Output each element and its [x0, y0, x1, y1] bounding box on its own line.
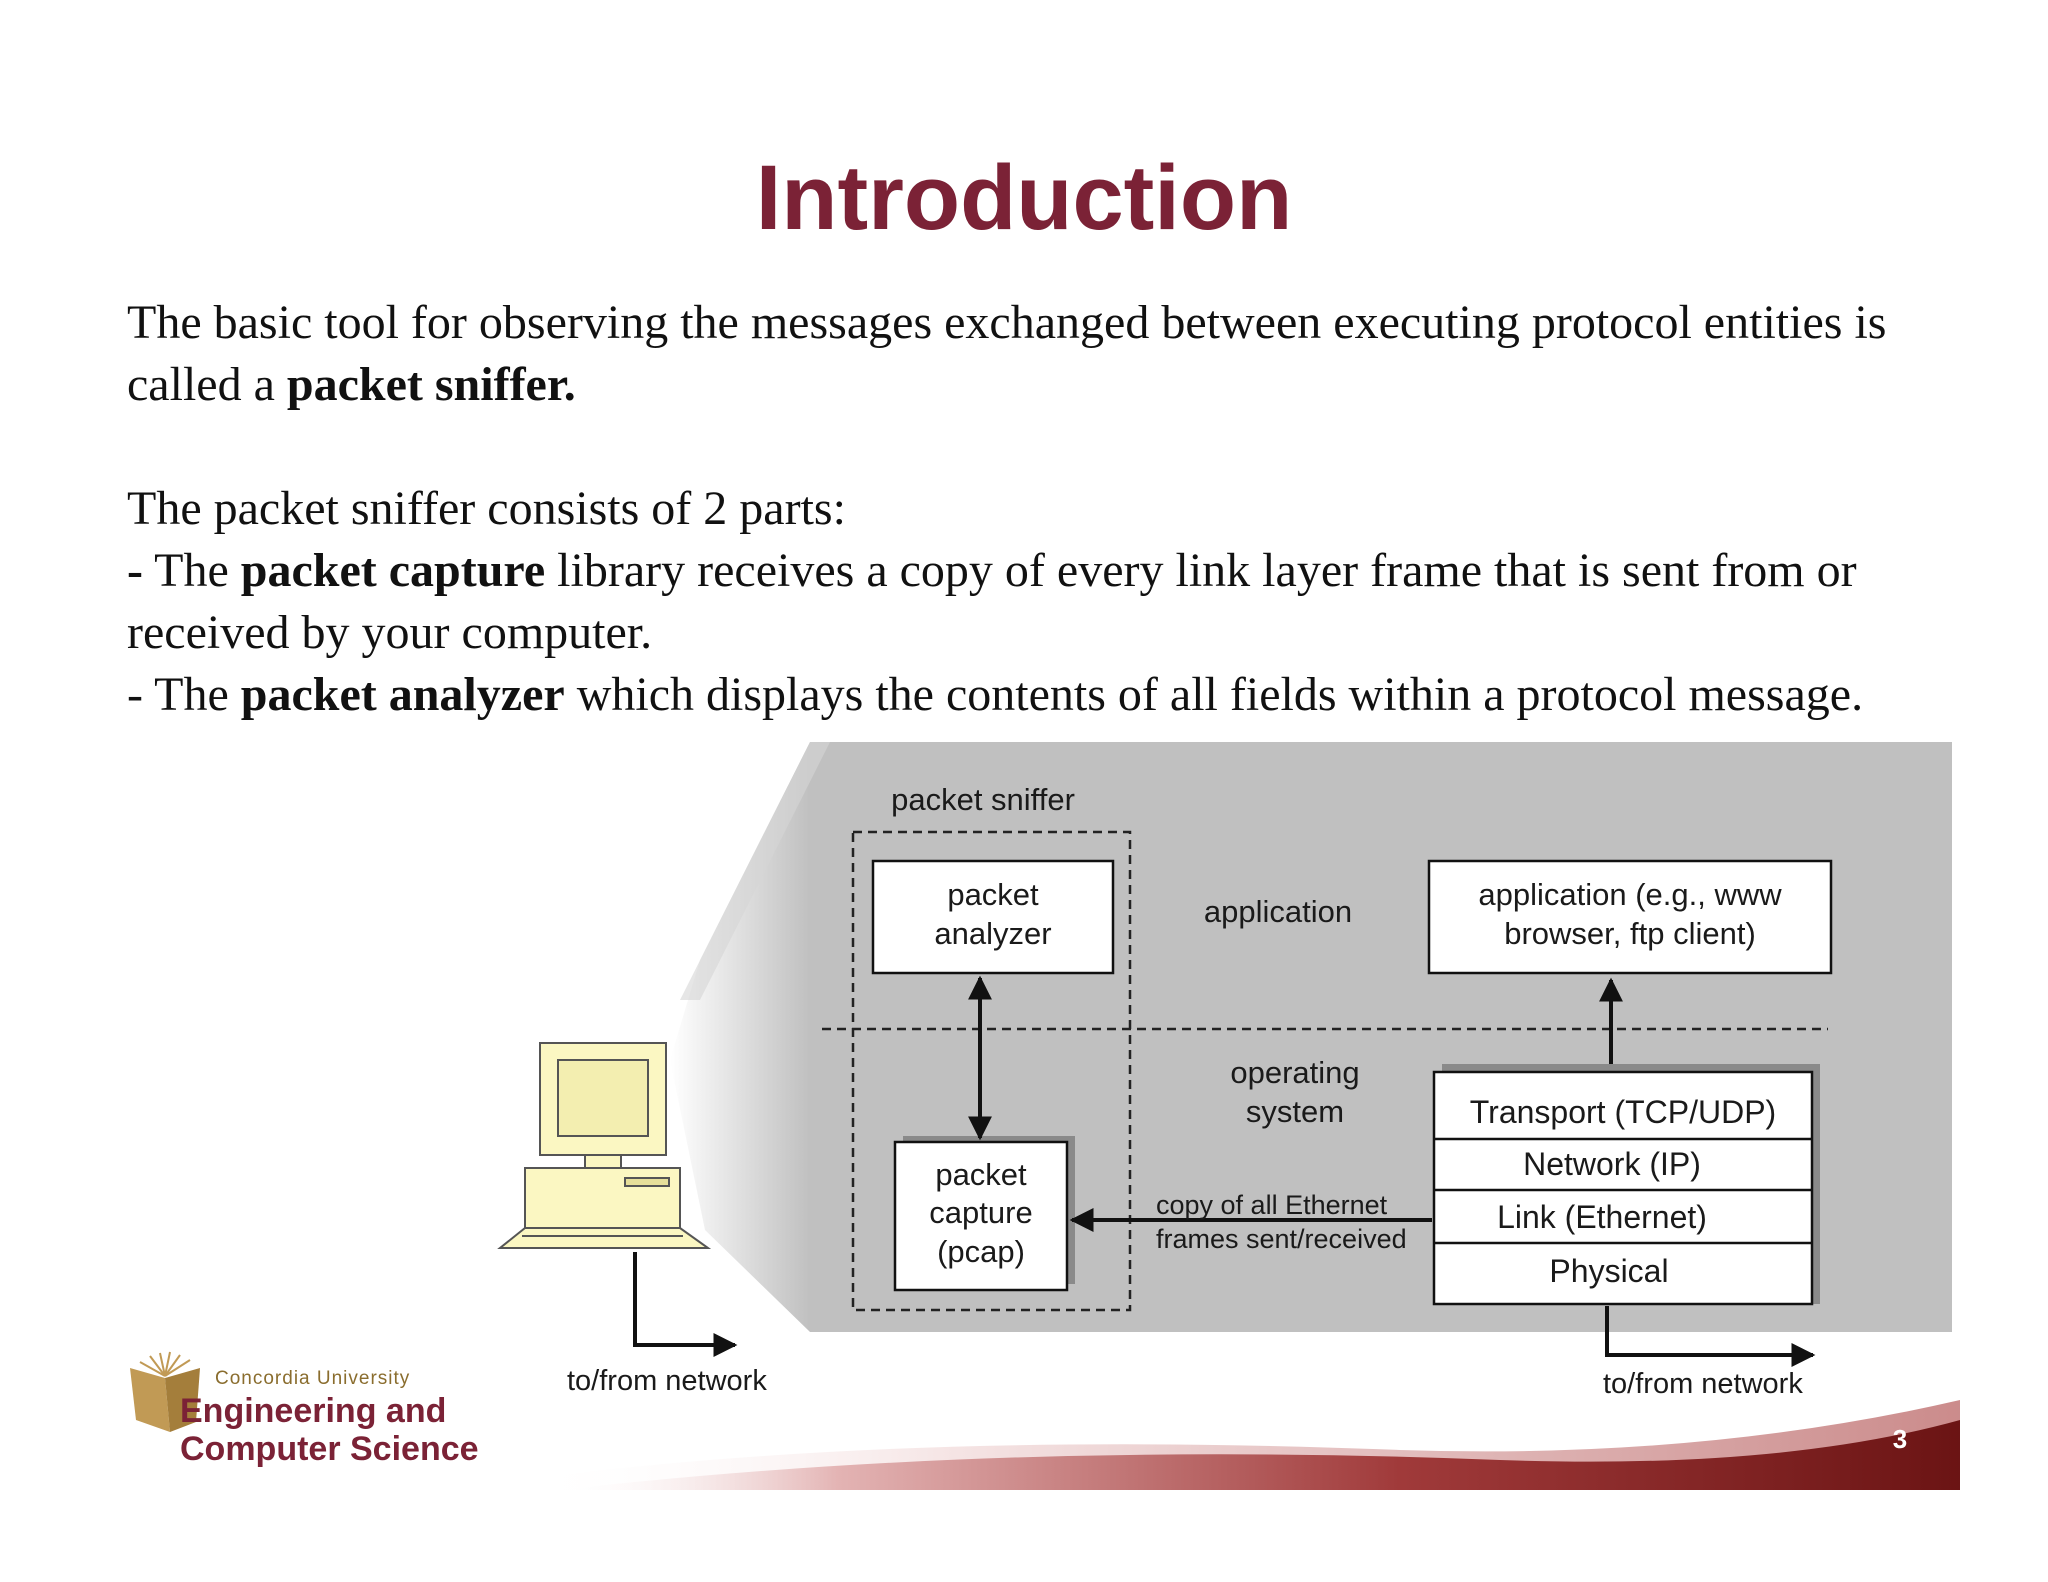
- analyzer-line-1: packet: [947, 877, 1039, 912]
- app-line-1: application (e.g., www: [1478, 877, 1782, 912]
- copy-label-line-1: copy of all Ethernet: [1156, 1190, 1388, 1220]
- right-network-line: [1605, 1306, 1816, 1367]
- left-network-line: [633, 1252, 738, 1357]
- app-line-2: browser, ftp client): [1504, 916, 1756, 951]
- parts-item-analyzer: - The packet analyzer which displays the…: [127, 664, 2007, 726]
- network-label-right: to/from network: [1603, 1368, 1803, 1400]
- item1-text-after: library receives a copy of every link la…: [127, 544, 1857, 659]
- stack-physical: Physical: [1549, 1253, 1668, 1289]
- application-box: application (e.g., www browser, ftp clie…: [1427, 859, 1833, 975]
- os-label-line-2: system: [1246, 1094, 1344, 1129]
- packet-sniffer-label: packet sniffer: [891, 782, 1075, 817]
- packet-analyzer-box: packet analyzer: [871, 859, 1115, 975]
- application-layer-label: application: [1204, 894, 1352, 929]
- parts-item-capture: - The packet capture library receives a …: [127, 540, 2007, 664]
- stack-link: Link (Ethernet): [1497, 1199, 1707, 1235]
- intro-bold-term: packet sniffer.: [286, 358, 576, 411]
- item2-text-after: which displays the contents of all field…: [564, 668, 1864, 721]
- analyzer-line-2: analyzer: [934, 916, 1051, 951]
- capture-line-2: capture: [929, 1195, 1032, 1230]
- computer-icon: [497, 1042, 712, 1249]
- os-label-line-1: operating: [1230, 1055, 1359, 1090]
- item2-bold-term: packet analyzer: [240, 668, 565, 721]
- item1-bold-term: packet capture: [240, 544, 546, 597]
- logo-university: Concordia University: [215, 1368, 411, 1389]
- stack-network: Network (IP): [1523, 1146, 1701, 1182]
- packet-capture-box: packet capture (pcap): [893, 1136, 1075, 1292]
- item2-text-before: - The: [127, 668, 241, 721]
- intro-text: The basic tool for observing the message…: [127, 296, 1887, 411]
- network-label-left: to/from network: [567, 1365, 767, 1397]
- logo-line-2: Computer Science: [180, 1430, 479, 1468]
- parts-lead: The packet sniffer consists of 2 parts:: [127, 482, 846, 535]
- item1-dash: -: [127, 544, 143, 597]
- copy-label-line-2: frames sent/received: [1156, 1224, 1407, 1254]
- slide-number: 3: [1892, 1424, 1908, 1454]
- zoom-wedge: [670, 742, 810, 1332]
- slide-title: Introduction: [755, 147, 1293, 249]
- intro-paragraph: The basic tool for observing the message…: [127, 292, 2007, 416]
- stack-transport: Transport (TCP/UDP): [1470, 1094, 1776, 1130]
- capture-line-3: (pcap): [937, 1234, 1025, 1269]
- item1-text-before: The: [142, 544, 241, 597]
- protocol-stack: Transport (TCP/UDP) Network (IP) Link (E…: [1432, 1064, 1820, 1306]
- packet-sniffer-box: [851, 830, 1132, 1312]
- parts-paragraph: The packet sniffer consists of 2 parts: …: [127, 478, 2007, 726]
- logo-line-1: Engineering and: [180, 1392, 447, 1430]
- footer-band: [520, 1400, 1960, 1490]
- logo-emblem-icon: [130, 1351, 200, 1432]
- capture-line-1: packet: [935, 1157, 1027, 1192]
